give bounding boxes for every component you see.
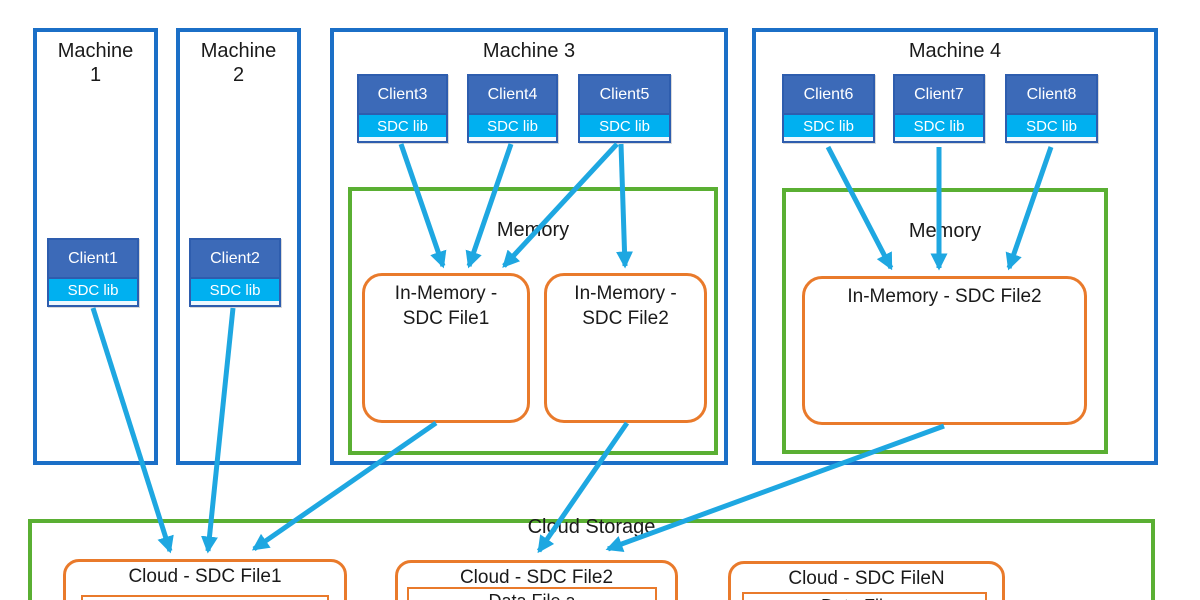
- cloud-sdc-fileN-label: Cloud - SDC FileN: [788, 568, 945, 589]
- cloud-sdc-file1-box: Cloud - SDC File1: [63, 559, 347, 600]
- client3-label: Client3: [357, 74, 448, 115]
- client5-sdc-lib: SDC lib: [578, 115, 671, 143]
- in-memory-sdc-file1-line2: SDC File1: [402, 308, 490, 330]
- client6-box: Client6 SDC lib: [782, 74, 875, 143]
- in-memory-sdc-file2-line1: In-Memory -: [574, 283, 677, 304]
- machine-2-label-line1: Machine: [200, 40, 277, 62]
- client4-sdc-lib: SDC lib: [467, 115, 558, 143]
- client2-sdc-lib: SDC lib: [189, 279, 281, 307]
- in-memory-sdc-file2-line2: SDC File2: [582, 308, 669, 330]
- cloud-storage-label: Cloud Storage: [527, 516, 656, 538]
- machine-2-label: Machine 2: [180, 32, 297, 88]
- client7-label: Client7: [893, 74, 985, 115]
- client3-box: Client3 SDC lib: [357, 74, 448, 143]
- cloud-sdc-file1-label: Cloud - SDC File1: [128, 566, 282, 587]
- machine-4-label: Machine 4: [908, 40, 1002, 62]
- cloud-sdc-fileN-inner-box: Data File n: [742, 592, 987, 600]
- client1-label: Client1: [47, 238, 139, 279]
- in-memory-sdc-file2-machine4-label: In-Memory - SDC File2: [847, 286, 1042, 307]
- client3-sdc-lib: SDC lib: [357, 115, 448, 143]
- client4-label: Client4: [467, 74, 558, 115]
- in-memory-sdc-file1-line1: In-Memory -: [394, 283, 498, 304]
- in-memory-sdc-file1-box: In-Memory - SDC File1: [362, 273, 530, 423]
- client7-sdc-lib: SDC lib: [893, 115, 985, 143]
- cloud-sdc-file2-inner-box: Data File a: [407, 587, 657, 600]
- machine-3-label: Machine 3: [482, 40, 576, 62]
- client5-label: Client5: [578, 74, 671, 115]
- client6-label: Client6: [782, 74, 875, 115]
- machine-4-memory-label: Memory: [908, 220, 982, 242]
- client2-label: Client2: [189, 238, 281, 279]
- client1-sdc-lib: SDC lib: [47, 279, 139, 307]
- machine-2-label-line2: 2: [232, 64, 245, 87]
- client8-box: Client8 SDC lib: [1005, 74, 1098, 143]
- client2-box: Client2 SDC lib: [189, 238, 281, 307]
- in-memory-sdc-file2-machine4-box: In-Memory - SDC File2: [802, 276, 1087, 425]
- cloud-sdc-file1-inner-box: [81, 595, 329, 600]
- client6-sdc-lib: SDC lib: [782, 115, 875, 143]
- client7-box: Client7 SDC lib: [893, 74, 985, 143]
- client5-box: Client5 SDC lib: [578, 74, 671, 143]
- machine-1-label: Machine 1: [37, 32, 154, 88]
- machine-3-memory-label: Memory: [496, 219, 570, 241]
- client8-sdc-lib: SDC lib: [1005, 115, 1098, 143]
- in-memory-sdc-file2-box: In-Memory - SDC File2: [544, 273, 707, 423]
- machine-1-label-line2: 1: [89, 64, 102, 87]
- client8-label: Client8: [1005, 74, 1098, 115]
- client4-box: Client4 SDC lib: [467, 74, 558, 143]
- machine-1-label-line1: Machine: [57, 40, 134, 62]
- cloud-sdc-file2-label: Cloud - SDC File2: [459, 567, 614, 588]
- client1-box: Client1 SDC lib: [47, 238, 139, 307]
